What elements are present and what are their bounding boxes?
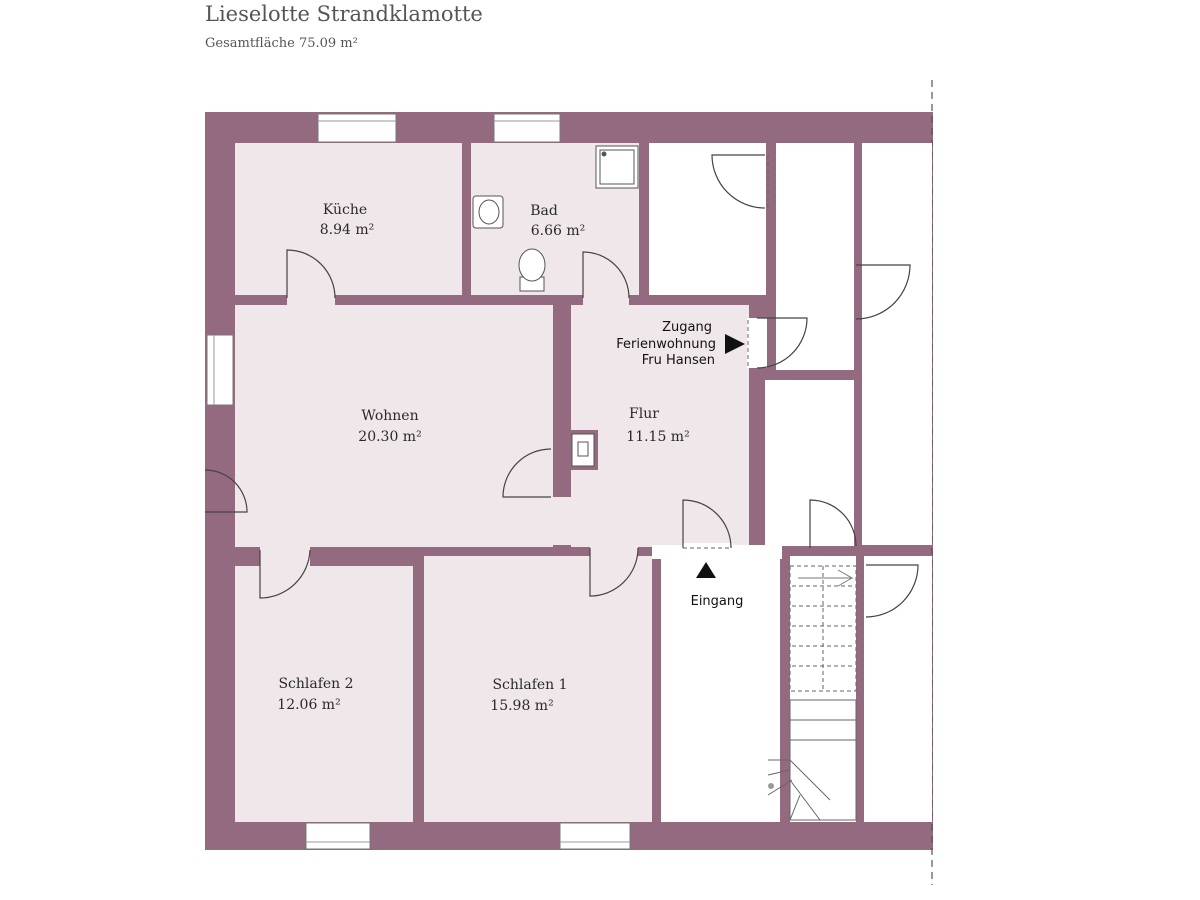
note-zugang: Zugang xyxy=(662,320,712,335)
dashed-door-lines xyxy=(683,155,769,549)
room-schlafen2 xyxy=(235,566,413,822)
space-far-right-1 xyxy=(862,143,932,545)
label-schlafen1-name: Schlafen 1 xyxy=(492,677,567,693)
room-kueche xyxy=(235,143,462,295)
space-entrance xyxy=(661,556,780,822)
note-fru-hansen: Fru Hansen xyxy=(642,353,715,368)
label-kueche-area: 8.94 m² xyxy=(320,222,375,238)
door-gap-schlafen2 xyxy=(260,543,310,568)
chimney-icon xyxy=(568,430,598,470)
windows xyxy=(206,113,631,850)
door-gap-kueche xyxy=(287,290,335,308)
space-far-right-2 xyxy=(864,556,932,822)
plan-title: Lieselotte Strandklamotte xyxy=(205,2,483,26)
door-gap-entry xyxy=(683,543,733,558)
sink-icon xyxy=(472,195,504,229)
label-kueche-name: Küche xyxy=(323,202,367,218)
window-lines xyxy=(213,120,630,843)
label-flur-area: 11.15 m² xyxy=(626,429,689,445)
label-schlafen1-area: 15.98 m² xyxy=(490,698,553,714)
label-wohnen-area: 20.30 m² xyxy=(358,429,421,445)
arrow-right-icon xyxy=(725,334,745,354)
door-gap-bad xyxy=(583,290,629,308)
total-area: Gesamtfläche 75.09 m² xyxy=(205,36,358,51)
room-schlafen1 xyxy=(424,556,652,822)
arrow-up-icon xyxy=(696,562,716,578)
note-ferienwohnung: Ferienwohnung xyxy=(616,337,716,352)
room-wohnen xyxy=(235,305,553,547)
stairs-icon xyxy=(767,565,857,821)
label-flur-name: Flur xyxy=(629,406,659,422)
label-schlafen2-name: Schlafen 2 xyxy=(278,676,353,692)
space-corridor-right xyxy=(776,143,854,370)
note-eingang: Eingang xyxy=(691,594,744,609)
shower-icon xyxy=(595,145,639,189)
space-store-1 xyxy=(649,143,766,295)
room-flur xyxy=(571,305,749,547)
door-gap-ferienwohnung xyxy=(747,318,767,368)
door-swings xyxy=(204,154,919,618)
label-bad-area: 6.66 m² xyxy=(531,223,586,239)
label-bad-name: Bad xyxy=(530,203,558,219)
label-wohnen-name: Wohnen xyxy=(361,408,418,424)
toilet-icon xyxy=(518,248,546,292)
label-schlafen2-area: 12.06 m² xyxy=(277,697,340,713)
door-gap-wohnen-flur xyxy=(550,497,574,545)
door-gap-schlafen1 xyxy=(590,543,638,558)
